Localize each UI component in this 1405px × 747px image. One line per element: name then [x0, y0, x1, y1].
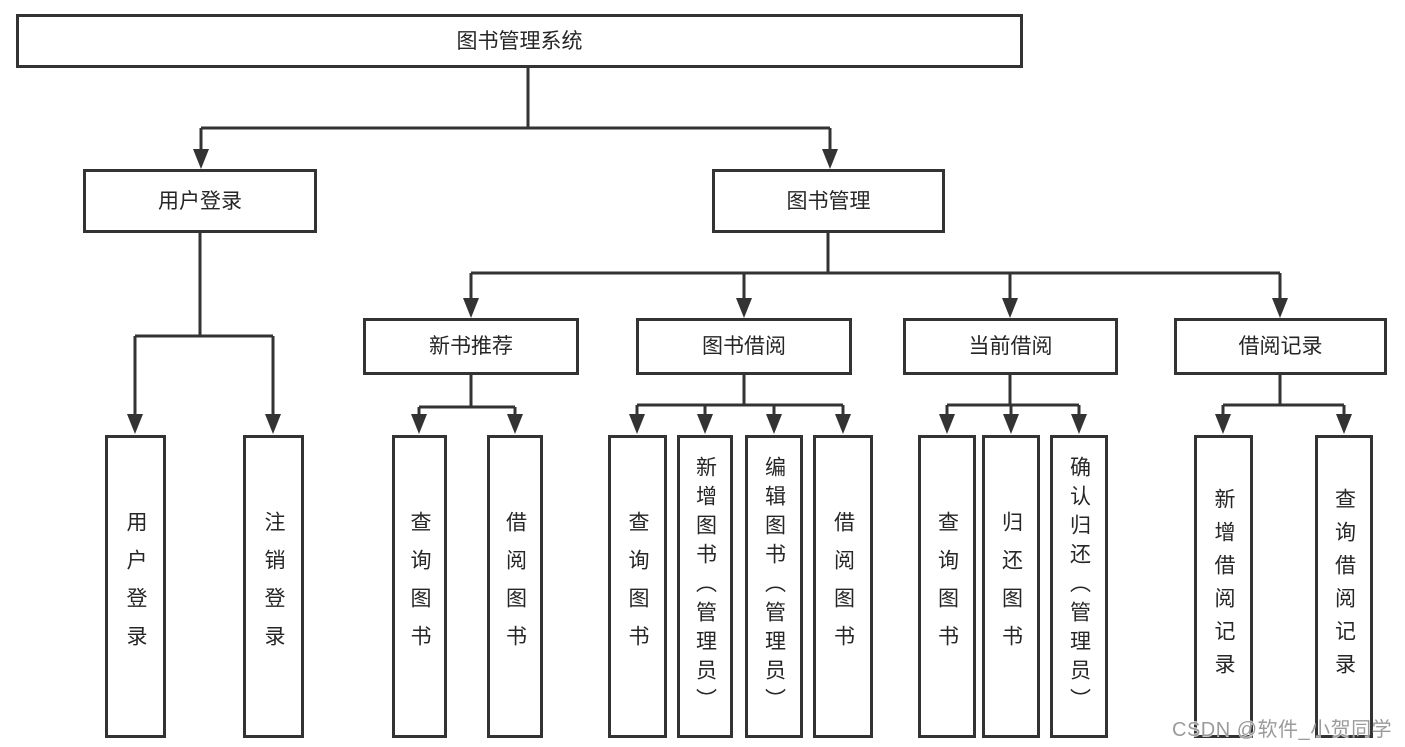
node-label: 图书借阅: [702, 335, 786, 358]
node-query-books-recommend: 查询图书: [392, 435, 447, 738]
node-label: 用户登录: [158, 189, 242, 213]
node-return-books: 归还图书: [982, 435, 1040, 738]
node-label: 查询图书: [935, 510, 959, 663]
node-label: 新书推荐: [429, 335, 513, 358]
node-edit-books-admin: 编辑图书（管理员）: [745, 435, 803, 738]
node-current-borrowing: 当前借阅: [903, 318, 1118, 375]
node-label: 查询图书: [408, 510, 431, 663]
node-label: 查询借阅记录: [1332, 487, 1356, 686]
node-label: 归还图书: [999, 510, 1023, 663]
node-book-management: 图书管理: [712, 169, 945, 233]
watermark-text: CSDN @软件_小贺同学: [1172, 719, 1393, 741]
node-label: 用户登录: [124, 510, 147, 663]
node-label: 查询图书: [626, 510, 649, 663]
node-add-books-admin: 新增图书（管理员）: [677, 435, 733, 738]
node-user-login: 用户登录: [105, 435, 166, 738]
node-label: 图书管理: [786, 189, 871, 213]
node-query-books-borrowing: 查询图书: [608, 435, 667, 738]
node-label: 借阅图书: [831, 510, 855, 663]
node-label: 编辑图书（管理员）: [762, 456, 786, 717]
node-label: 注销登录: [262, 510, 285, 663]
node-query-books-current: 查询图书: [918, 435, 976, 738]
connector-lines: [133, 68, 1346, 414]
node-label: 借阅记录: [1238, 335, 1323, 358]
node-new-book-recommend: 新书推荐: [363, 318, 579, 375]
node-borrowing-records: 借阅记录: [1174, 318, 1387, 375]
node-book-borrowing: 图书借阅: [636, 318, 852, 375]
node-user-login-group: 用户登录: [83, 169, 317, 233]
node-label: 当前借阅: [968, 335, 1053, 358]
node-label: 确认归还（管理员）: [1067, 456, 1091, 717]
node-label: 新增图书（管理员）: [693, 456, 717, 717]
node-label: 借阅图书: [503, 510, 527, 663]
node-borrow-books-recommend: 借阅图书: [487, 435, 543, 738]
node-logout: 注销登录: [243, 435, 304, 738]
node-add-borrow-record: 新增借阅记录: [1194, 435, 1253, 738]
node-label: 新增借阅记录: [1212, 487, 1235, 686]
node-query-borrow-record: 查询借阅记录: [1315, 435, 1373, 738]
node-label: 图书管理系统: [456, 29, 583, 53]
node-book-management-system: 图书管理系统: [16, 14, 1023, 68]
node-borrow-books: 借阅图书: [813, 435, 873, 738]
node-confirm-return-admin: 确认归还（管理员）: [1050, 435, 1108, 738]
